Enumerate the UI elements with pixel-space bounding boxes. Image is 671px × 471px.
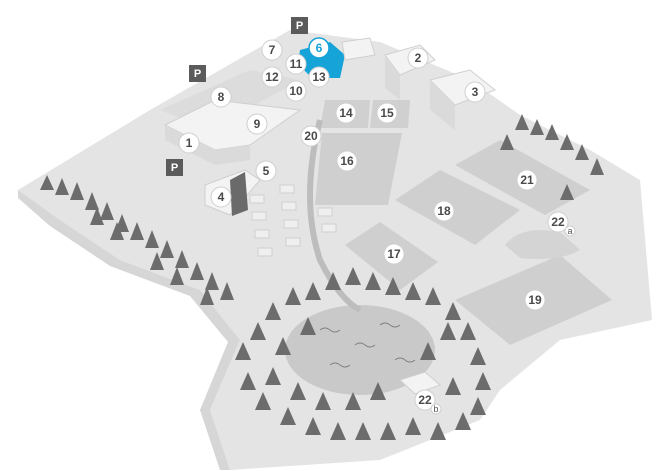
marker-16[interactable]: 16	[336, 150, 358, 172]
marker-label: 6	[316, 41, 323, 55]
marker-sub-label: b	[433, 404, 438, 414]
building-6	[341, 37, 376, 61]
water-wave	[379, 322, 401, 328]
building-3-shade	[430, 80, 455, 130]
marker-label: 17	[387, 247, 401, 261]
marker-label: 3	[472, 85, 479, 99]
building-8-9	[163, 99, 302, 151]
marker-sub-label: a	[567, 226, 572, 236]
marker-2[interactable]: 2	[407, 47, 429, 69]
marker-19[interactable]: 19	[524, 289, 546, 311]
building-4-shade	[230, 172, 248, 216]
marker-18[interactable]: 18	[433, 200, 455, 222]
water-wave	[394, 357, 416, 363]
marker-17[interactable]: 17	[383, 243, 405, 265]
tree-cluster-west	[40, 175, 234, 305]
marker-11[interactable]: 11	[285, 53, 307, 75]
marker-label: 5	[263, 164, 270, 178]
marker-label: 22	[551, 215, 565, 229]
water-wave	[329, 362, 351, 368]
marker-7[interactable]: 7	[261, 39, 283, 61]
marker-label: 16	[340, 154, 354, 168]
parking-label: P	[296, 20, 303, 32]
walking-path	[307, 119, 362, 313]
marker-22b[interactable]: 22 b	[414, 389, 442, 415]
water-wave	[354, 342, 376, 348]
marker-22a[interactable]: 22 a	[547, 211, 576, 237]
campus-ground-shadow	[18, 190, 240, 470]
parking-label: P	[194, 68, 201, 80]
building-2-shade	[385, 55, 400, 100]
water-wave	[319, 327, 341, 333]
parking-sign-bottom[interactable]: P	[166, 159, 183, 176]
marker-label: 21	[520, 173, 534, 187]
marker-label: 14	[339, 106, 353, 120]
lake	[285, 305, 435, 395]
marker-label: 19	[528, 293, 542, 307]
marker-label: 9	[254, 117, 261, 131]
marker-label: 7	[269, 43, 276, 57]
marker-label: 11	[290, 57, 303, 71]
tree-cluster-east	[500, 114, 604, 200]
marker-1[interactable]: 1	[178, 132, 200, 154]
building-22b	[399, 371, 441, 395]
marker-label: 20	[304, 129, 318, 143]
marker-10[interactable]: 10	[285, 80, 307, 102]
parking-sign-left[interactable]: P	[189, 65, 206, 82]
marker-label: 22	[418, 393, 432, 407]
marker-4[interactable]: 4	[210, 186, 232, 208]
marker-6[interactable]: 6	[308, 37, 330, 59]
marker-8[interactable]: 8	[210, 86, 232, 108]
marker-label: 1	[186, 136, 193, 150]
marker-21[interactable]: 21	[516, 169, 538, 191]
marker-9[interactable]: 9	[246, 113, 268, 135]
marker-label: 15	[380, 106, 394, 120]
field-16	[315, 133, 402, 205]
parking-sign-top[interactable]: P	[291, 17, 308, 34]
marker-12[interactable]: 12	[261, 66, 283, 88]
marker-label: 18	[437, 204, 451, 218]
field-18	[395, 170, 520, 245]
cabins-row	[249, 184, 337, 257]
marker-label: 2	[415, 51, 422, 65]
marker-15[interactable]: 15	[376, 102, 398, 124]
marker-14[interactable]: 14	[335, 102, 357, 124]
marker-label: 13	[312, 70, 326, 84]
marker-3[interactable]: 3	[464, 81, 486, 103]
building-8-9-shade	[165, 125, 250, 165]
marker-label: 12	[265, 70, 279, 84]
marker-label: 8	[218, 90, 225, 104]
marker-13[interactable]: 13	[308, 66, 330, 88]
marker-label: 10	[289, 84, 303, 98]
marker-label: 4	[218, 190, 225, 204]
marker-5[interactable]: 5	[255, 160, 277, 182]
parking-label: P	[171, 162, 178, 174]
tree-cluster-south	[235, 267, 491, 440]
marker-20[interactable]: 20	[300, 125, 322, 147]
area-22a	[505, 230, 580, 259]
